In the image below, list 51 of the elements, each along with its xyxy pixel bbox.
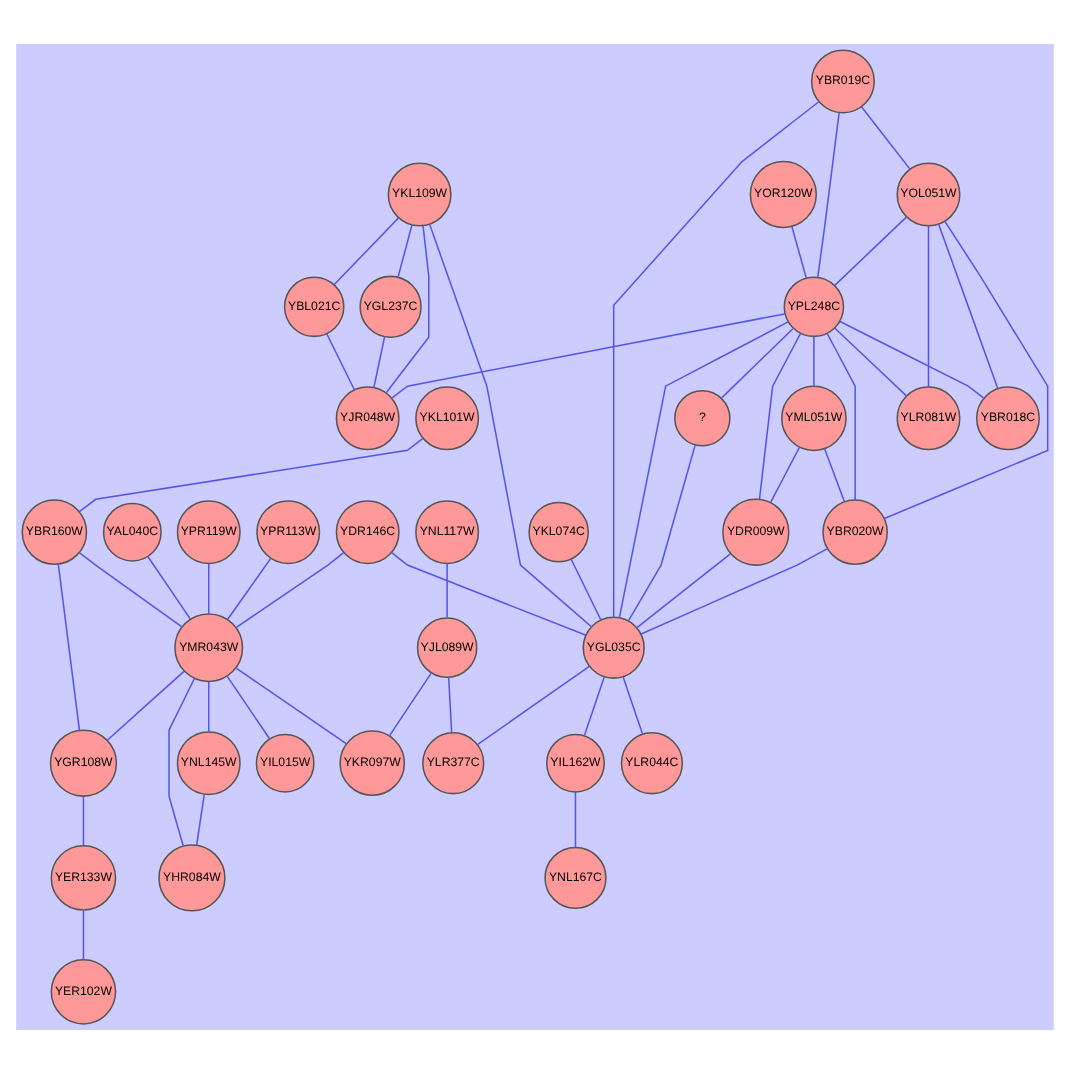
connector <box>612 101 820 618</box>
connector <box>627 444 696 622</box>
connector <box>583 676 606 736</box>
connector <box>570 558 602 621</box>
connector <box>823 448 846 503</box>
connector <box>817 112 840 278</box>
connector <box>388 672 432 737</box>
connector <box>333 217 400 286</box>
connector <box>618 321 789 619</box>
connector <box>758 332 802 501</box>
connector <box>226 675 271 740</box>
connector <box>106 670 185 741</box>
connector <box>640 547 829 635</box>
connector <box>226 557 272 621</box>
connector <box>839 320 985 399</box>
connector <box>195 793 205 846</box>
connector <box>391 313 786 399</box>
connector <box>82 795 85 847</box>
connector <box>385 225 430 394</box>
connector <box>390 551 587 636</box>
connector <box>447 676 453 734</box>
connector <box>720 327 794 399</box>
connector <box>769 446 801 504</box>
connector <box>834 327 908 397</box>
connector <box>235 551 345 629</box>
connector <box>622 676 644 735</box>
connector <box>813 336 815 387</box>
connector <box>636 553 732 629</box>
connector <box>428 223 592 628</box>
connector <box>937 223 999 390</box>
connector <box>57 563 81 731</box>
connector <box>834 216 908 287</box>
connector <box>207 680 210 732</box>
connector <box>326 333 356 391</box>
connector <box>147 556 192 621</box>
connector <box>82 909 85 961</box>
connector <box>207 563 210 615</box>
connector <box>477 665 591 746</box>
connector <box>927 225 930 388</box>
connector <box>883 220 1049 520</box>
connector <box>235 667 348 745</box>
connector <box>78 551 183 628</box>
connector <box>860 106 911 170</box>
connector <box>826 332 856 501</box>
connector <box>78 437 424 513</box>
connector <box>791 225 808 279</box>
connector <box>373 336 386 389</box>
connector <box>168 677 196 847</box>
connector <box>397 224 413 278</box>
connector <box>446 563 448 619</box>
connector <box>574 791 577 848</box>
